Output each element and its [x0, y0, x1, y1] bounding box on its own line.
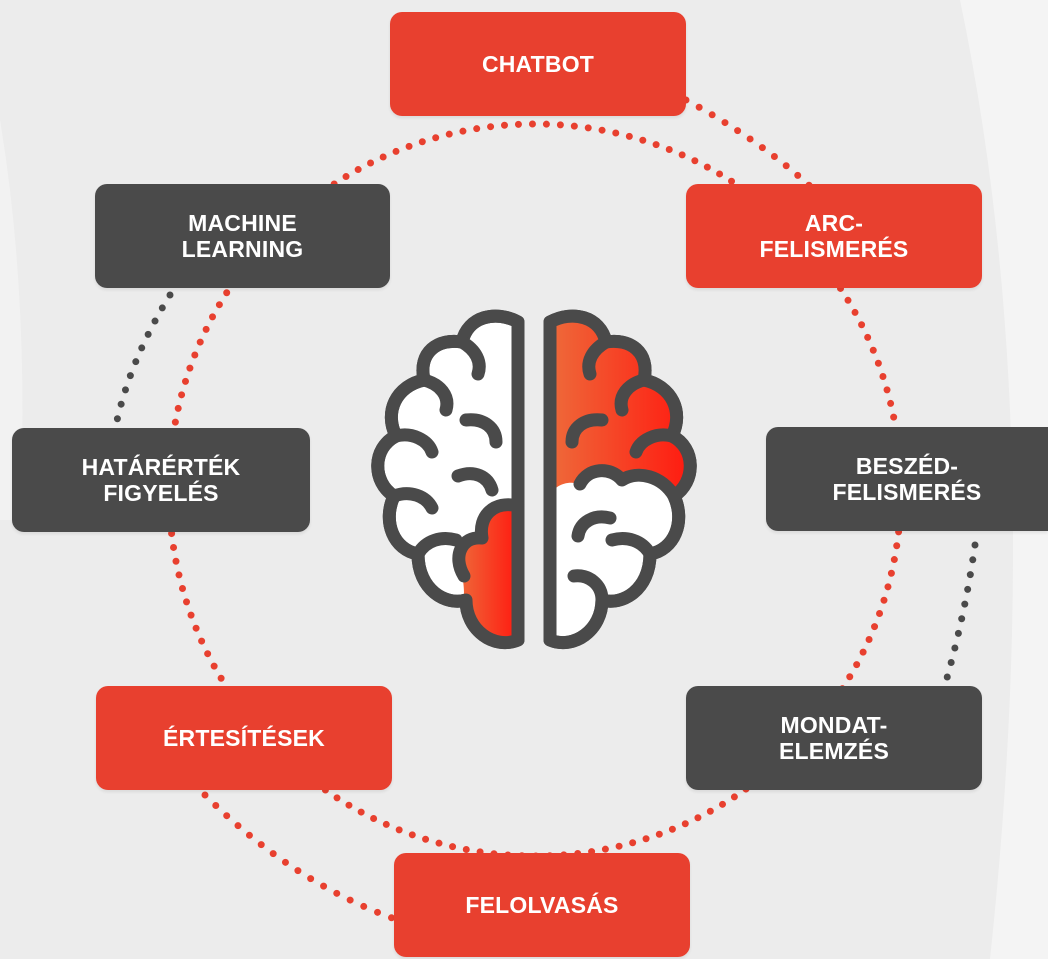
dotted-arc-red-top	[682, 96, 816, 192]
node-chatbot: CHATBOT	[390, 12, 686, 116]
node-arc-felismeres: ARC- FELISMERÉS	[686, 184, 982, 288]
brain-left-hemisphere	[371, 309, 525, 650]
node-machine-learning: MACHINE LEARNING	[95, 184, 390, 288]
brain-right-hemisphere	[543, 309, 697, 650]
node-beszed-felismeres: BESZÉD- FELISMERÉS	[766, 427, 1048, 531]
dotted-arc-dark-left	[112, 291, 174, 429]
brain-icon	[371, 309, 697, 650]
node-ertesitesek: ÉRTESÍTÉSEK	[96, 686, 392, 790]
dotted-arc-red-bottom	[201, 791, 396, 922]
node-felolvasas: FELOLVASÁS	[394, 853, 690, 957]
dotted-arc-dark-right	[941, 541, 979, 689]
node-mondat-elemzes: MONDAT- ELEMZÉS	[686, 686, 982, 790]
node-hatarertek-figyeles: HATÁRÉRTÉK FIGYELÉS	[12, 428, 310, 532]
